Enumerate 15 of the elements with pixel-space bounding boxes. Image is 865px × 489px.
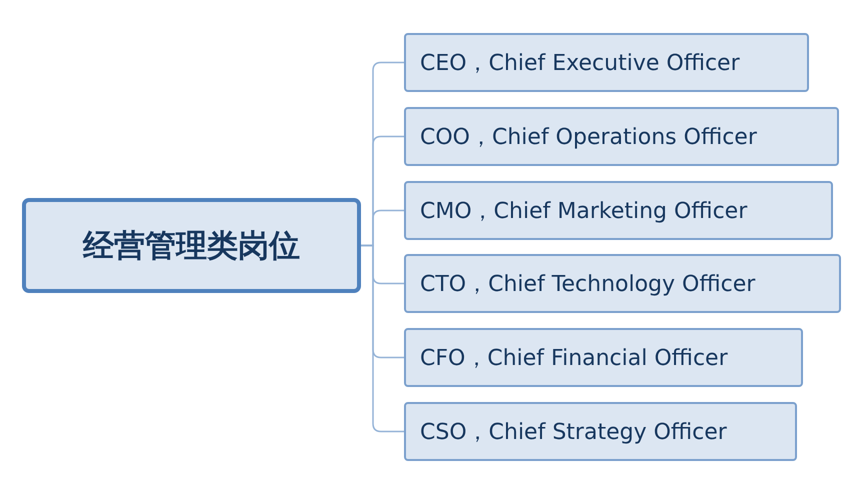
- topic-label: CMO，Chief Marketing Officer: [420, 198, 748, 226]
- topic-label: 经营管理类岗位: [83, 226, 300, 266]
- root-topic-box: [22, 198, 361, 293]
- subtopic-box: [404, 33, 809, 92]
- subtopic-box: [404, 181, 833, 240]
- subtopic-box: [404, 402, 797, 461]
- topic-label: COO，Chief Operations Officer: [420, 124, 757, 152]
- subtopic-box: [404, 328, 803, 387]
- topic-label: CFO，Chief Financial Officer: [420, 344, 728, 372]
- subtopic-box: [404, 107, 839, 166]
- connector-line: [361, 244, 404, 432]
- subtopic-box: [404, 254, 841, 313]
- topic-label: CSO，Chief Strategy Officer: [420, 418, 727, 446]
- topic-label: CEO，Chief Executive Officer: [420, 50, 740, 78]
- topic-label: CTO，Chief Technology Officer: [420, 270, 756, 298]
